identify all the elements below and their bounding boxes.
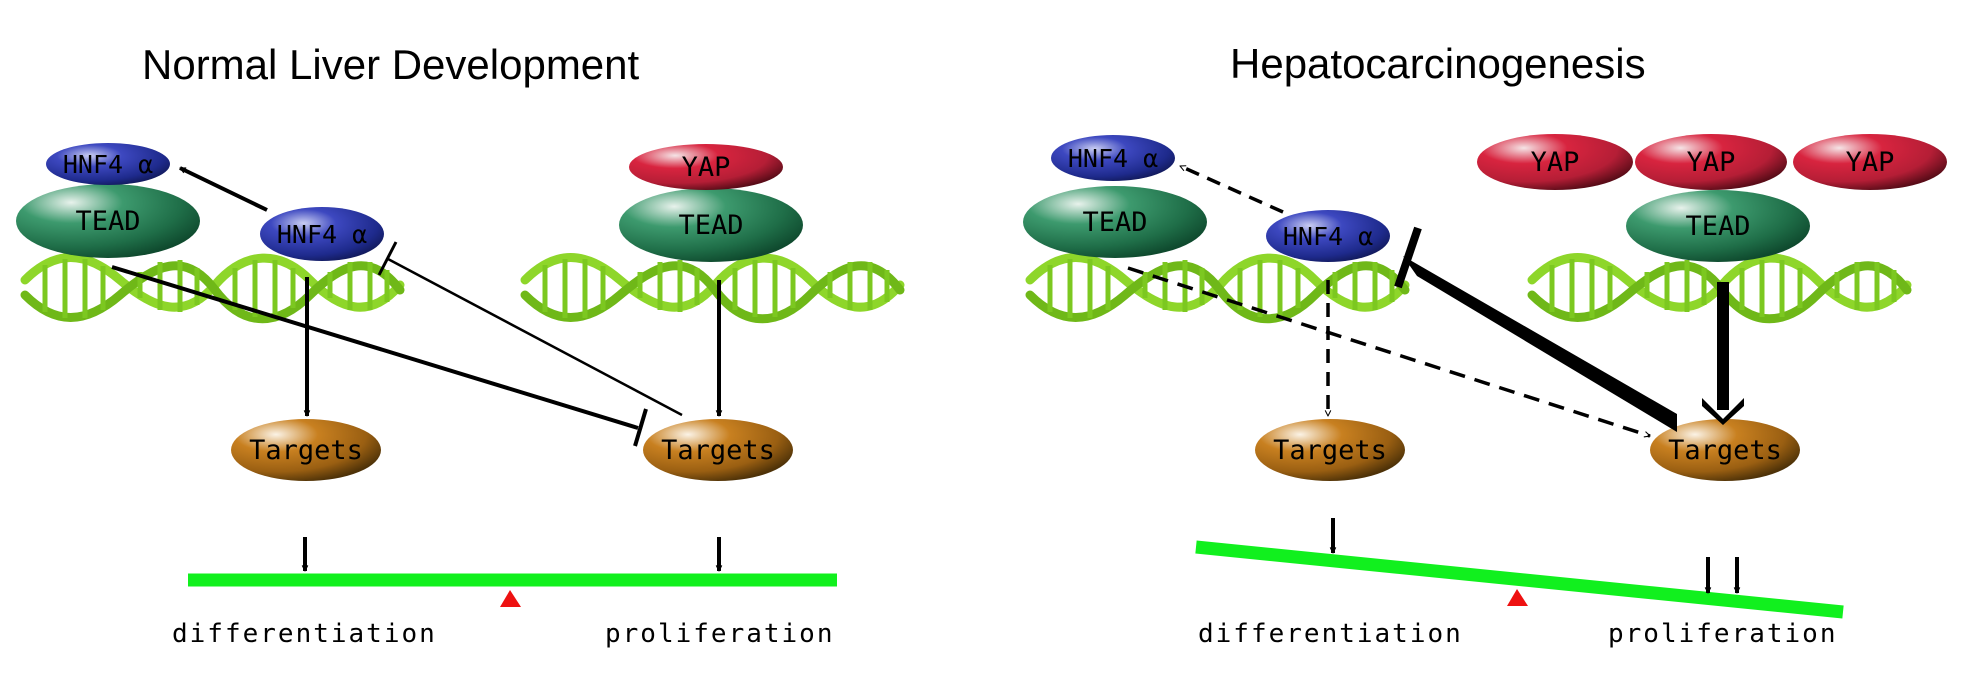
panel-hepatocarcinogenesis: Hepatocarcinogenesis TEAD HNF4 α HNF4 α … — [1023, 40, 1947, 649]
targets-right-node: Targets — [643, 419, 793, 481]
fulcrum-triangle — [500, 590, 521, 607]
hnf4a-free-label: HNF4 α — [1283, 222, 1373, 251]
hnf4a-bound-label: HNF4 α — [63, 150, 153, 179]
inhibit-bar-hnf4a — [377, 241, 398, 276]
outcome-differentiation-label: differentiation — [172, 619, 437, 649]
dna-helix-left — [1030, 258, 1405, 319]
tead-right-label: TEAD — [678, 210, 743, 241]
thick-arrowhead — [1702, 398, 1744, 425]
edge-tead-to-targets-right-dashed-arrow — [1127, 266, 1650, 438]
outcome-proliferation-label: proliferation — [605, 619, 835, 649]
targets-left-label: Targets — [1273, 435, 1387, 466]
yap-node: YAP — [629, 144, 783, 190]
balance-normal: differentiation proliferation — [172, 537, 837, 649]
inhibit-bar-targets-right — [633, 408, 648, 447]
edge-tead-to-targets-right-inhibit — [111, 265, 639, 430]
hnf4a-bound-node: HNF4 α — [1051, 135, 1175, 181]
yap-node-3: YAP — [1793, 134, 1947, 190]
hnf4a-free-label: HNF4 α — [277, 220, 367, 249]
yap-label: YAP — [682, 152, 731, 183]
targets-left-node: Targets — [231, 419, 381, 481]
yap-node-2: YAP — [1635, 134, 1787, 190]
dna-helix-right — [525, 258, 900, 319]
edge-targets-right-to-hnf4a-thick-inhibit — [1403, 256, 1677, 432]
targets-right-node: Targets — [1650, 419, 1800, 481]
targets-left-label: Targets — [249, 435, 363, 466]
balance-hcc: differentiation proliferation — [1195, 518, 1844, 649]
yap-label: YAP — [1687, 147, 1736, 178]
dna-helix-left — [25, 258, 400, 319]
yap-label: YAP — [1531, 147, 1580, 178]
tead-right-node: TEAD — [619, 188, 803, 262]
outcome-proliferation-label: proliferation — [1608, 619, 1838, 649]
hnf4a-bound-node: HNF4 α — [46, 143, 170, 185]
hnf4a-free-node: HNF4 α — [260, 207, 384, 261]
panel-normal-liver-development: Normal Liver Development TEAD HNF4 α HNF… — [16, 41, 900, 649]
panel-title: Hepatocarcinogenesis — [1230, 40, 1646, 87]
targets-right-label: Targets — [1668, 435, 1782, 466]
tead-right-label: TEAD — [1685, 211, 1750, 242]
targets-left-node: Targets — [1255, 419, 1405, 481]
edge-targets-right-to-hnf4a-inhibit — [387, 257, 683, 417]
tead-right-node: TEAD — [1626, 190, 1810, 262]
tead-left-node: TEAD — [1023, 186, 1207, 258]
panel-title: Normal Liver Development — [142, 41, 640, 88]
tead-left-label: TEAD — [1082, 207, 1147, 238]
outcome-differentiation-label: differentiation — [1198, 619, 1463, 649]
yap-node-1: YAP — [1477, 134, 1633, 190]
fulcrum-triangle — [1507, 589, 1528, 606]
yap-label: YAP — [1846, 147, 1895, 178]
targets-right-label: Targets — [661, 435, 775, 466]
inhibit-bar-hnf4a-thick — [1394, 226, 1422, 289]
balance-beam-tilted — [1195, 540, 1844, 619]
tead-left-node: TEAD — [16, 184, 200, 258]
edge-hnf4a-to-hnf4a-bound-arrow — [180, 166, 268, 212]
tead-left-label: TEAD — [75, 206, 140, 237]
edge-hnf4a-to-hnf4a-bound-dashed-arrow — [1180, 164, 1284, 214]
hnf4a-free-node: HNF4 α — [1266, 210, 1390, 262]
hnf4a-bound-label: HNF4 α — [1068, 144, 1158, 173]
